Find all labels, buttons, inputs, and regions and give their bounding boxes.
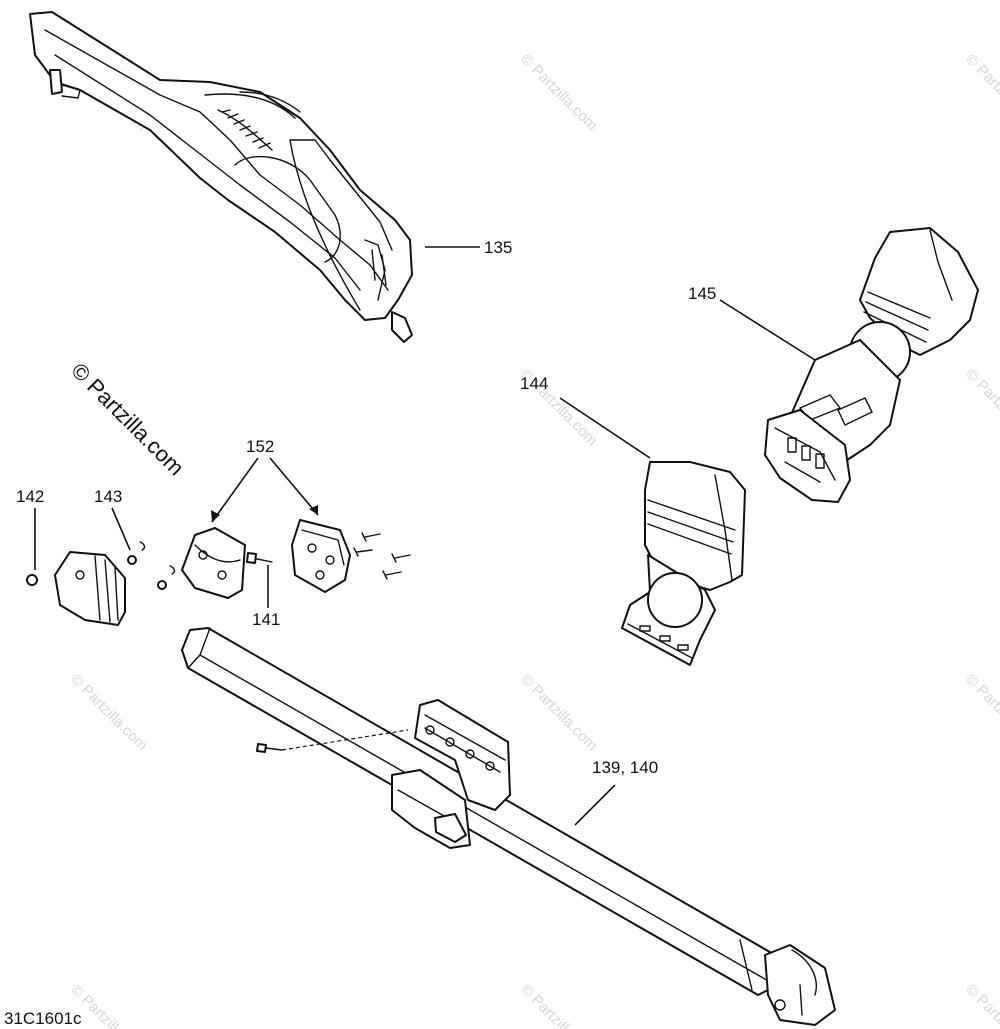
leader-lines <box>34 246 816 826</box>
watermark-text: © Partzilla.com <box>962 981 1000 1029</box>
leader-152-right <box>269 457 319 516</box>
callout-142: 142 <box>16 487 44 506</box>
part-145-rear-cradle <box>764 227 979 503</box>
part-142-end-cap <box>26 551 126 626</box>
watermark-text: © Partzilla.com <box>962 51 1000 134</box>
part-144-front-cradle <box>621 461 746 666</box>
bolt-set <box>353 532 411 580</box>
callout-141: 141 <box>252 610 280 629</box>
leader-143 <box>111 507 131 551</box>
callout-152: 152 <box>246 437 274 456</box>
leader-152-left <box>211 457 259 523</box>
part-141-screw <box>246 552 273 564</box>
watermark-text: © Partzilla.com <box>67 671 150 754</box>
callout-139-140: 139, 140 <box>592 758 658 777</box>
part-139-140-support-bar <box>181 627 836 1026</box>
watermark-text: © Partzilla.com <box>517 981 600 1029</box>
arrowhead <box>309 505 318 515</box>
watermark-text: © Partzilla.com <box>962 366 1000 449</box>
leader-139-140 <box>574 784 616 826</box>
callout-144: 144 <box>520 374 548 393</box>
callout-143: 143 <box>94 487 122 506</box>
watermark-text: © Partzilla.com <box>517 671 600 754</box>
watermark-text: © Partzilla.com <box>517 51 600 134</box>
watermark-main: © Partzilla.com <box>66 358 189 481</box>
callout-135: 135 <box>484 238 512 257</box>
watermark-text: © Partzilla.com <box>962 671 1000 754</box>
part-135-gun-boot <box>29 11 413 343</box>
arrowhead <box>211 510 220 522</box>
part-143-nuts <box>127 541 176 590</box>
leader-144 <box>559 397 651 459</box>
diagram-code: 31C1601c <box>4 1009 82 1028</box>
leader-145 <box>719 299 816 361</box>
callout-145: 145 <box>688 284 716 303</box>
callout-labels: 135 145 144 152 142 143 141 139, 140 <box>16 238 716 777</box>
part-152-clamp-halves <box>181 519 351 599</box>
